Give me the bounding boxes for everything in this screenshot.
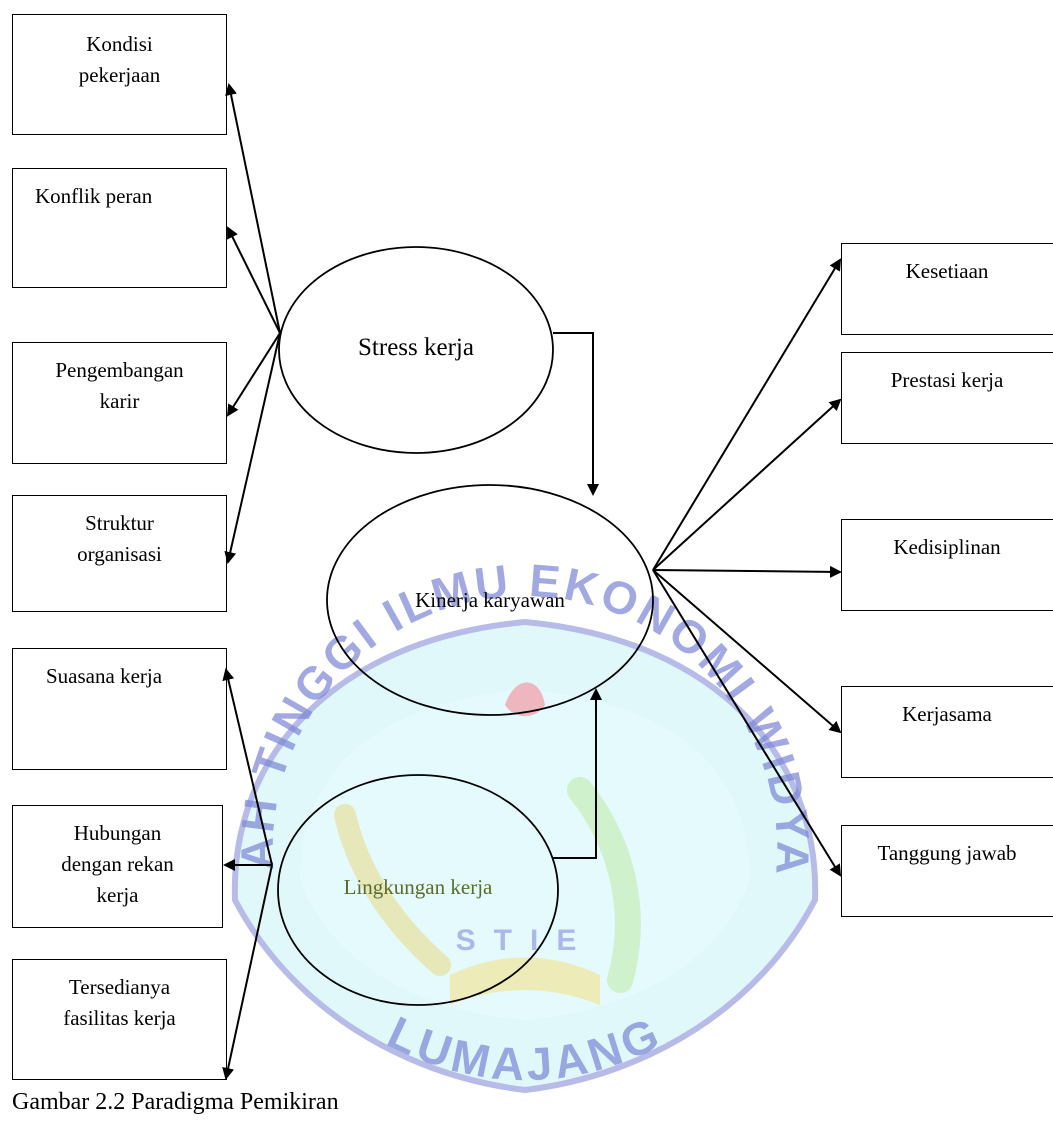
- lingkungan-kerja-line: Lingkungan: [343, 875, 446, 899]
- arrow-stress-to-pengembangan: [226, 332, 281, 417]
- indicator-label-line: Kedisiplinan: [893, 535, 1001, 559]
- indicator-box-kondisi-pekerjaan: Kondisi pekerjaan: [12, 14, 227, 135]
- arrow-lingkungan-to-kinerja: [553, 688, 602, 859]
- kinerja-karyawan-ellipse: [326, 484, 654, 716]
- indicator-box-suasana-kerja: Suasana kerja: [12, 648, 227, 770]
- indicator-box-kerjasama: Kerjasama: [841, 686, 1053, 778]
- indicator-label-line: Prestasi kerja: [890, 368, 1004, 392]
- stress-kerja-label: Stress kerja: [358, 334, 474, 361]
- indicator-label-line: Pengembangan: [55, 358, 184, 382]
- kinerja-karyawan-label: Kinerja karyawan: [415, 588, 565, 612]
- lingkungan-kerja-label: Lingkungan kerja: [290, 872, 546, 903]
- indicator-box-kesetiaan: Kesetiaan: [841, 243, 1053, 335]
- logo-book: [450, 957, 600, 1005]
- indicator-label-line: Konflik peran: [35, 184, 153, 208]
- arrow-stress-to-konflik: [227, 226, 281, 334]
- indicator-box-konflik-peran: Konflik peran: [12, 168, 227, 288]
- indicator-label-line: dengan rekan: [61, 852, 174, 876]
- stress-kerja-ellipse: [278, 246, 554, 454]
- indicator-label-line: Tersedianya: [68, 975, 171, 999]
- arrow-kinerja-to-kesetiaan: [652, 258, 842, 571]
- indicator-label-line: Kondisi: [86, 32, 153, 56]
- arrow-stress-to-kinerja: [553, 332, 599, 496]
- indicator-box-struktur-organisasi: Struktur organisasi: [12, 495, 227, 612]
- indicator-box-prestasi-kerja: Prestasi kerja: [841, 352, 1053, 444]
- lingkungan-kerja-line: kerja: [450, 875, 493, 899]
- indicator-box-tanggung-jawab: Tanggung jawab: [841, 825, 1053, 917]
- indicator-box-pengembangan-karir: Pengembangan karir: [12, 342, 227, 464]
- logo-center-text: STIE: [456, 924, 595, 957]
- indicator-label-line: Tanggung jawab: [877, 841, 1017, 865]
- arrow-lingkungan-to-fasilitas: [222, 864, 273, 1080]
- arrow-stress-to-kondisi: [225, 83, 281, 334]
- indicator-box-hubungan-rekan-kerja: Hubungan dengan rekan kerja: [12, 805, 223, 928]
- arrow-kinerja-to-tanggung: [652, 569, 842, 877]
- arrow-kinerja-to-prestasi: [652, 398, 842, 571]
- indicator-label-line: Suasana kerja: [46, 664, 163, 688]
- indicator-label-line: Kerjasama: [902, 702, 992, 726]
- logo-cotton-stalk: [567, 777, 641, 993]
- figure-caption: Gambar 2.2 Paradigma Pemikiran: [12, 1089, 339, 1115]
- indicator-label-line: pekerjaan: [78, 63, 161, 87]
- indicator-label-line: organisasi: [77, 542, 162, 566]
- arrow-kinerja-to-kerjasama: [652, 569, 842, 734]
- indicator-label-line: karir: [99, 389, 140, 413]
- arrow-stress-to-struktur: [224, 332, 281, 564]
- indicator-box-kedisiplinan: Kedisiplinan: [841, 519, 1053, 611]
- indicator-label-line: fasilitas kerja: [63, 1006, 176, 1030]
- lingkungan-kerja-ellipse: [277, 774, 559, 1006]
- indicator-label-line: Struktur: [85, 511, 154, 535]
- indicator-label-line: Kesetiaan: [905, 259, 989, 283]
- logo-flame: [505, 682, 545, 717]
- arrow-kinerja-to-kedisiplinan: [652, 565, 842, 578]
- indicator-label-line: kerja: [96, 883, 139, 907]
- logo-rice-stalk: [334, 804, 451, 976]
- arrow-lingkungan-to-suasana: [222, 668, 273, 866]
- indicator-label-line: Hubungan: [73, 821, 162, 845]
- indicator-box-fasilitas-kerja: Tersedianya fasilitas kerja: [12, 959, 227, 1080]
